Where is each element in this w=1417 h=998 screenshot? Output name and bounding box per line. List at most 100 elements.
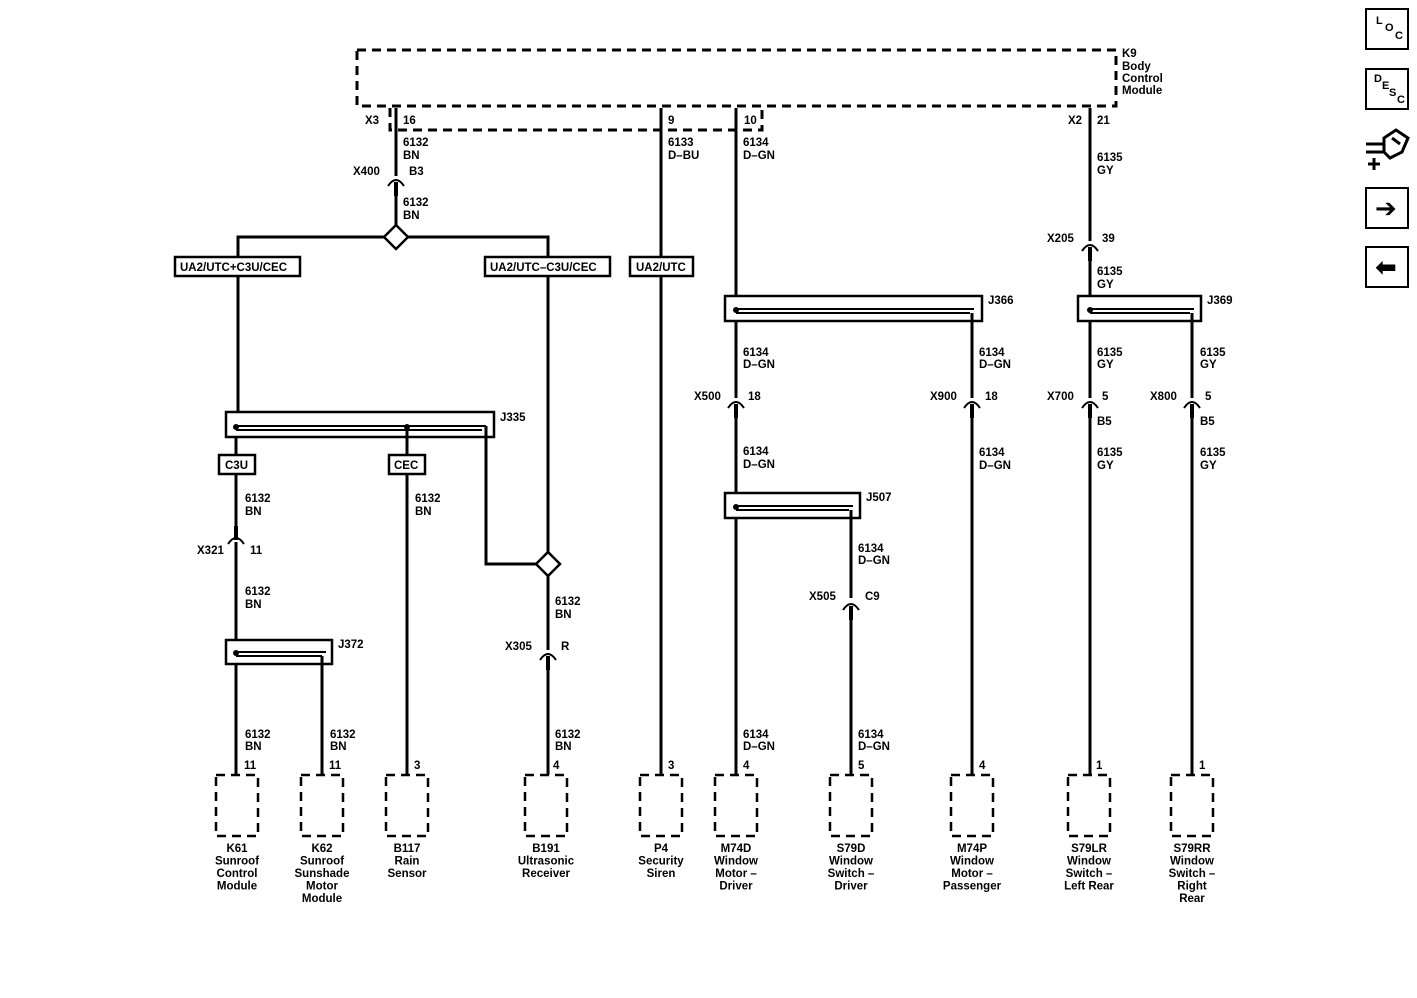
wire-color-label: BN (555, 741, 572, 753)
connector-x205-label: X205 (1047, 233, 1074, 245)
wire-label: 6132 (555, 596, 581, 608)
component-name-line: Motor – (715, 868, 757, 880)
connector-pin (1190, 404, 1194, 418)
wire-color-label: BN (403, 210, 420, 222)
wire-label: 6134 (858, 729, 884, 741)
wire-color-label: GY (1200, 359, 1217, 371)
connector-x800-label: X800 (1150, 391, 1177, 403)
connector-x900-label: X900 (930, 391, 957, 403)
wire-color-label: D–GN (743, 150, 775, 162)
wire-color-label: D–GN (858, 741, 890, 753)
component-pin-label: 1 (1199, 760, 1206, 772)
connector-view-button[interactable] (1362, 124, 1412, 174)
connector-x321-symbol (227, 537, 245, 545)
option-label: UA2/UTC–C3U/CEC (490, 262, 597, 274)
wire-color-label: BN (330, 741, 347, 753)
module-name-line-4: Module (1122, 85, 1162, 97)
connector-x400-pin (394, 182, 398, 196)
component-pin-label: 3 (668, 760, 674, 772)
wire-color-label: BN (555, 609, 572, 621)
component-box (1066, 773, 1112, 838)
connector-x2-label: X2 (1068, 115, 1082, 127)
component-name-line: Ultrasonic (518, 856, 575, 868)
component-box (638, 773, 684, 838)
connector-icon (1366, 128, 1410, 170)
wire-label: 6134 (743, 137, 769, 149)
component-name-line: Sunroof (300, 856, 344, 868)
wire-label: 6134 (743, 446, 769, 458)
arrow-left-icon: ⬅ (1375, 252, 1397, 282)
component-name-line: Receiver (522, 868, 570, 880)
component-name-line: B117 (394, 843, 421, 855)
splice-node (404, 424, 410, 430)
pin-b5-label: B5 (1097, 416, 1112, 428)
connector-x400-label: X400 (353, 166, 380, 178)
wire-label: 6134 (743, 347, 769, 359)
component-name-line: Window (1067, 856, 1111, 868)
splice-node (733, 504, 739, 510)
wire-color-label: BN (403, 150, 420, 162)
wire-label: 6135 (1200, 447, 1226, 459)
location-view-button[interactable]: L O C (1365, 8, 1409, 50)
loc-letter: L (1376, 15, 1383, 27)
connector-x800-symbol (1183, 401, 1201, 409)
connector-x305-symbol (539, 653, 557, 661)
pin-18-label: 18 (985, 391, 998, 403)
connector-x700-label: X700 (1047, 391, 1074, 403)
wire-color-label: BN (245, 599, 262, 611)
component-name-line: Right (1177, 881, 1207, 893)
component-name-line: K61 (226, 843, 248, 855)
wire-label: 6135 (1097, 152, 1123, 164)
description-view-button[interactable]: D E S C (1365, 68, 1409, 110)
wire-color-label: GY (1097, 359, 1114, 371)
wire-label: 6132 (245, 493, 271, 505)
splice-j369-label: J369 (1207, 295, 1233, 307)
component-pin-label: 1 (1096, 760, 1103, 772)
pin-18-label: 18 (748, 391, 761, 403)
wire-label: 6135 (1200, 347, 1226, 359)
wire-color-label: BN (245, 506, 262, 518)
component-group: 11K61SunroofControlModule11K62SunroofSun… (214, 760, 1216, 905)
pin-r-label: R (561, 641, 570, 653)
component-box (384, 773, 430, 838)
module-name-line-3: Control (1122, 73, 1163, 85)
previous-page-button[interactable]: ⬅ (1365, 246, 1409, 288)
component-name-line: Control (217, 868, 258, 880)
component-pin-label: 4 (743, 760, 750, 772)
arrow-right-icon: ➔ (1375, 193, 1397, 223)
component-name-line: B191 (532, 843, 560, 855)
wire-label: 6135 (1097, 347, 1123, 359)
wire-color-label: GY (1097, 279, 1114, 291)
component-name-line: S79RR (1173, 843, 1211, 855)
splice-node (233, 650, 239, 656)
connector-x305-label: X305 (505, 641, 532, 653)
next-page-button[interactable]: ➔ (1365, 187, 1409, 229)
wire-color-label: GY (1097, 460, 1114, 472)
connector-pin (234, 526, 238, 540)
wire-color-label: D–GN (979, 359, 1011, 371)
component-name-line: M74D (721, 843, 752, 855)
component-pin-label: 4 (553, 760, 560, 772)
option-splice-diamond (382, 223, 410, 251)
connector-pin (970, 404, 974, 418)
wire-label: 6133 (668, 137, 694, 149)
wire-label: 6132 (245, 729, 271, 741)
connector-pin (546, 656, 550, 670)
pin-21-label: 21 (1097, 115, 1110, 127)
component-box (949, 773, 995, 838)
component-name-line: P4 (654, 843, 669, 855)
component-name-line: S79LR (1071, 843, 1107, 855)
component-name-line: Rain (395, 856, 420, 868)
wire-color-label: D–GN (743, 741, 775, 753)
connector-x3-label: X3 (365, 115, 379, 127)
connector-x205-symbol (1081, 244, 1099, 252)
component-name-line: Module (217, 881, 257, 893)
component-name-line: Rear (1179, 893, 1205, 905)
desc-letter: S (1389, 87, 1397, 99)
connector-x500-symbol (727, 401, 745, 409)
component-box (828, 773, 874, 838)
splice-j372-label: J372 (338, 639, 364, 651)
wire-label: 6134 (743, 729, 769, 741)
option-label: CEC (394, 460, 418, 472)
